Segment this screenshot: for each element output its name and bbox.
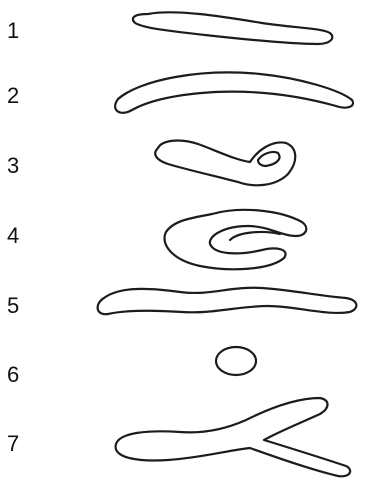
shape-1-straight-rod [133, 12, 332, 44]
shape-2-curved-rod [115, 72, 353, 112]
shape-3-hooked-rod [155, 141, 295, 186]
shape-4-coiled-rod [164, 210, 306, 269]
shape-4-inner-coil [230, 232, 280, 240]
shape-6-round-cell [216, 347, 256, 375]
shape-7-branched-rod [116, 398, 351, 476]
shape-5-wavy-rod [98, 288, 357, 314]
